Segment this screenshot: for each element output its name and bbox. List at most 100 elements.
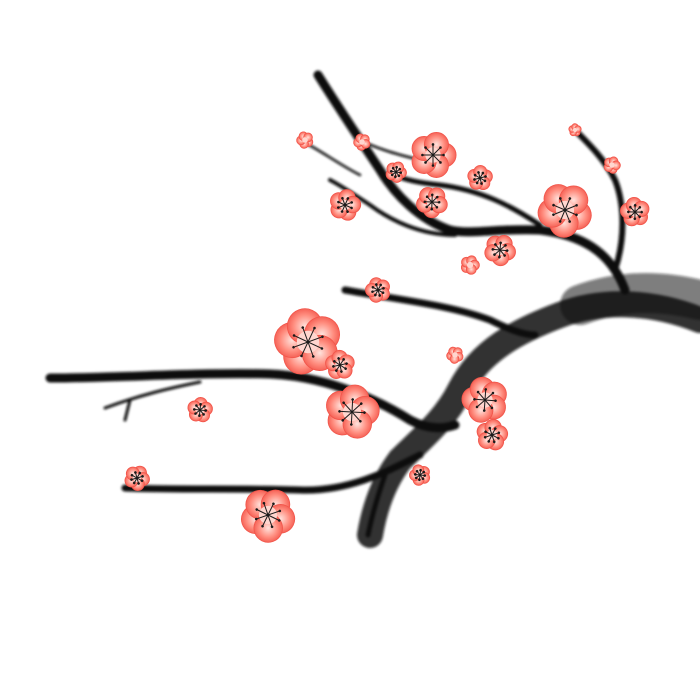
- stamen: [267, 504, 274, 516]
- anther: [575, 213, 578, 217]
- anther: [559, 197, 562, 200]
- stamen: [257, 509, 269, 516]
- anther: [340, 370, 343, 373]
- anther: [482, 409, 486, 412]
- anther: [373, 293, 377, 297]
- anther: [480, 182, 483, 185]
- anther: [262, 501, 266, 505]
- anther: [473, 397, 476, 401]
- plum-blossom: [460, 255, 480, 275]
- anther: [499, 241, 502, 245]
- anther: [341, 196, 344, 200]
- stamen: [491, 434, 495, 442]
- anther: [311, 355, 315, 358]
- stamen: [425, 147, 434, 156]
- anther: [141, 475, 144, 478]
- stamen: [630, 207, 636, 213]
- stamen: [267, 514, 279, 521]
- stamen: [493, 248, 501, 251]
- stamen: [342, 411, 353, 421]
- stamen: [499, 245, 506, 251]
- anther: [342, 401, 345, 405]
- plum-blossom: [330, 189, 362, 221]
- anther: [483, 435, 487, 439]
- stamen: [351, 400, 354, 413]
- stamen: [485, 434, 493, 438]
- stamen: [560, 198, 566, 211]
- plum-blossom: [296, 131, 314, 149]
- anther: [418, 478, 421, 482]
- anther: [320, 347, 324, 350]
- anther: [340, 210, 344, 213]
- anther: [395, 165, 398, 169]
- stamen: [494, 249, 501, 255]
- plum-blossom: [385, 161, 407, 183]
- stamen: [307, 328, 315, 343]
- anther: [398, 167, 402, 171]
- left-long-branch: [45, 369, 460, 433]
- anther: [421, 153, 424, 157]
- anther: [430, 193, 434, 197]
- anther: [423, 474, 427, 477]
- stamen: [564, 205, 577, 211]
- stamen: [484, 393, 493, 401]
- upper-left-twig: [328, 178, 457, 237]
- anther: [488, 426, 492, 430]
- stamen: [302, 328, 309, 343]
- anther: [494, 399, 497, 403]
- anther: [137, 482, 140, 485]
- anther: [363, 411, 366, 414]
- anther: [346, 210, 349, 214]
- anther: [568, 220, 571, 223]
- anther: [421, 477, 425, 481]
- anther: [359, 402, 363, 405]
- stamen: [338, 204, 346, 208]
- anther: [430, 207, 434, 211]
- anther: [130, 478, 133, 481]
- stamen: [564, 209, 570, 222]
- stamen: [294, 335, 309, 343]
- anther: [423, 200, 427, 204]
- stamen: [339, 364, 342, 372]
- anther: [134, 471, 137, 474]
- anther: [431, 143, 435, 146]
- anther: [337, 200, 340, 204]
- anther: [341, 419, 345, 422]
- anther: [638, 215, 641, 219]
- anther: [192, 408, 196, 411]
- anther: [261, 524, 264, 528]
- anther: [378, 294, 381, 297]
- stamen: [256, 514, 269, 520]
- plum-branches: [45, 70, 700, 548]
- stamen: [339, 364, 346, 369]
- stamen: [499, 249, 507, 252]
- anther: [481, 171, 485, 175]
- stamen: [426, 201, 433, 207]
- anther: [483, 179, 487, 183]
- plum-blossom: [461, 376, 507, 423]
- anther: [332, 365, 335, 368]
- anther: [504, 244, 507, 247]
- stamen: [499, 249, 505, 256]
- stamen: [554, 204, 566, 211]
- stamen: [432, 147, 441, 156]
- anther: [375, 283, 378, 286]
- anther: [292, 345, 295, 349]
- anther: [633, 217, 637, 221]
- anther: [194, 412, 197, 415]
- plum-blossom: [274, 308, 340, 375]
- anther: [493, 427, 497, 430]
- anther: [552, 203, 555, 207]
- blossoms: [124, 123, 650, 543]
- anther: [350, 423, 353, 426]
- stamen: [344, 204, 352, 209]
- stamen: [344, 198, 349, 206]
- anther: [422, 470, 426, 474]
- plum-blossom: [124, 465, 150, 491]
- anther: [313, 326, 316, 330]
- stamen: [344, 204, 348, 212]
- plum-blossom: [467, 165, 493, 191]
- stamen: [475, 398, 486, 401]
- stamen: [333, 364, 341, 367]
- plum-blossom: [325, 349, 355, 379]
